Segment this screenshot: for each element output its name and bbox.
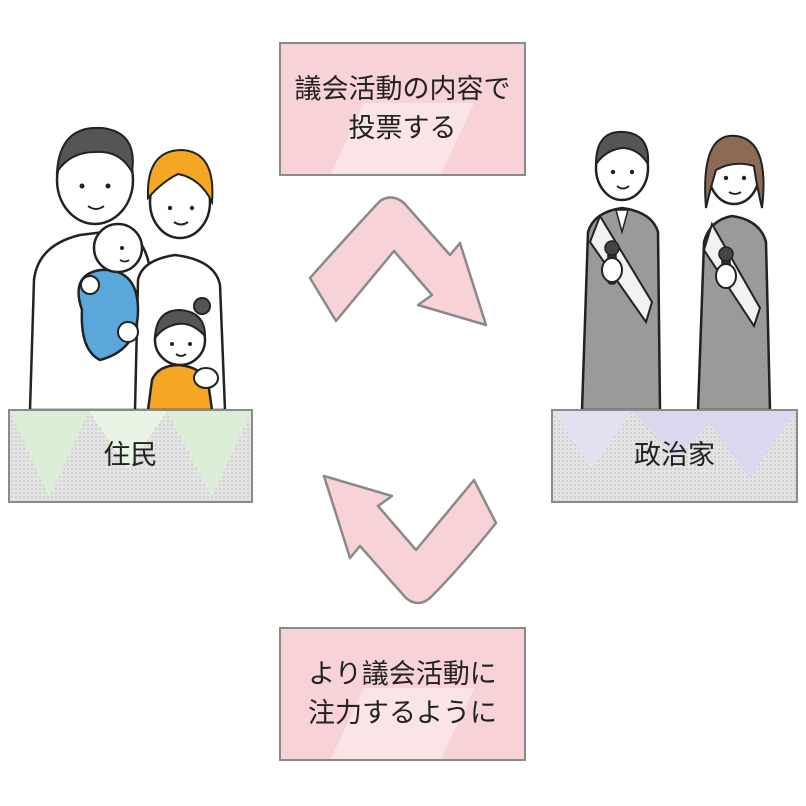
- focus-on-activity-box: より議会活動に 注力するように: [279, 627, 526, 761]
- arrow-to-residents: [322, 474, 498, 605]
- politicians-box: 政治家: [551, 409, 798, 503]
- arrow-to-politicians: [308, 196, 488, 327]
- politicians-label: 政治家: [634, 440, 715, 472]
- focus-on-activity-label: より議会活動に 注力するように: [308, 658, 497, 729]
- residents-box: 住民: [8, 409, 253, 503]
- residents-label: 住民: [103, 440, 158, 472]
- vote-by-activity-box: 議会活動の内容で 投票する: [279, 42, 526, 176]
- politicians-illustration: [580, 130, 772, 412]
- residents-decoration: [10, 411, 251, 498]
- family-illustration: [28, 126, 227, 412]
- politicians-decoration: [553, 411, 796, 479]
- vote-by-activity-label: 議会活動の内容で 投票する: [294, 73, 511, 144]
